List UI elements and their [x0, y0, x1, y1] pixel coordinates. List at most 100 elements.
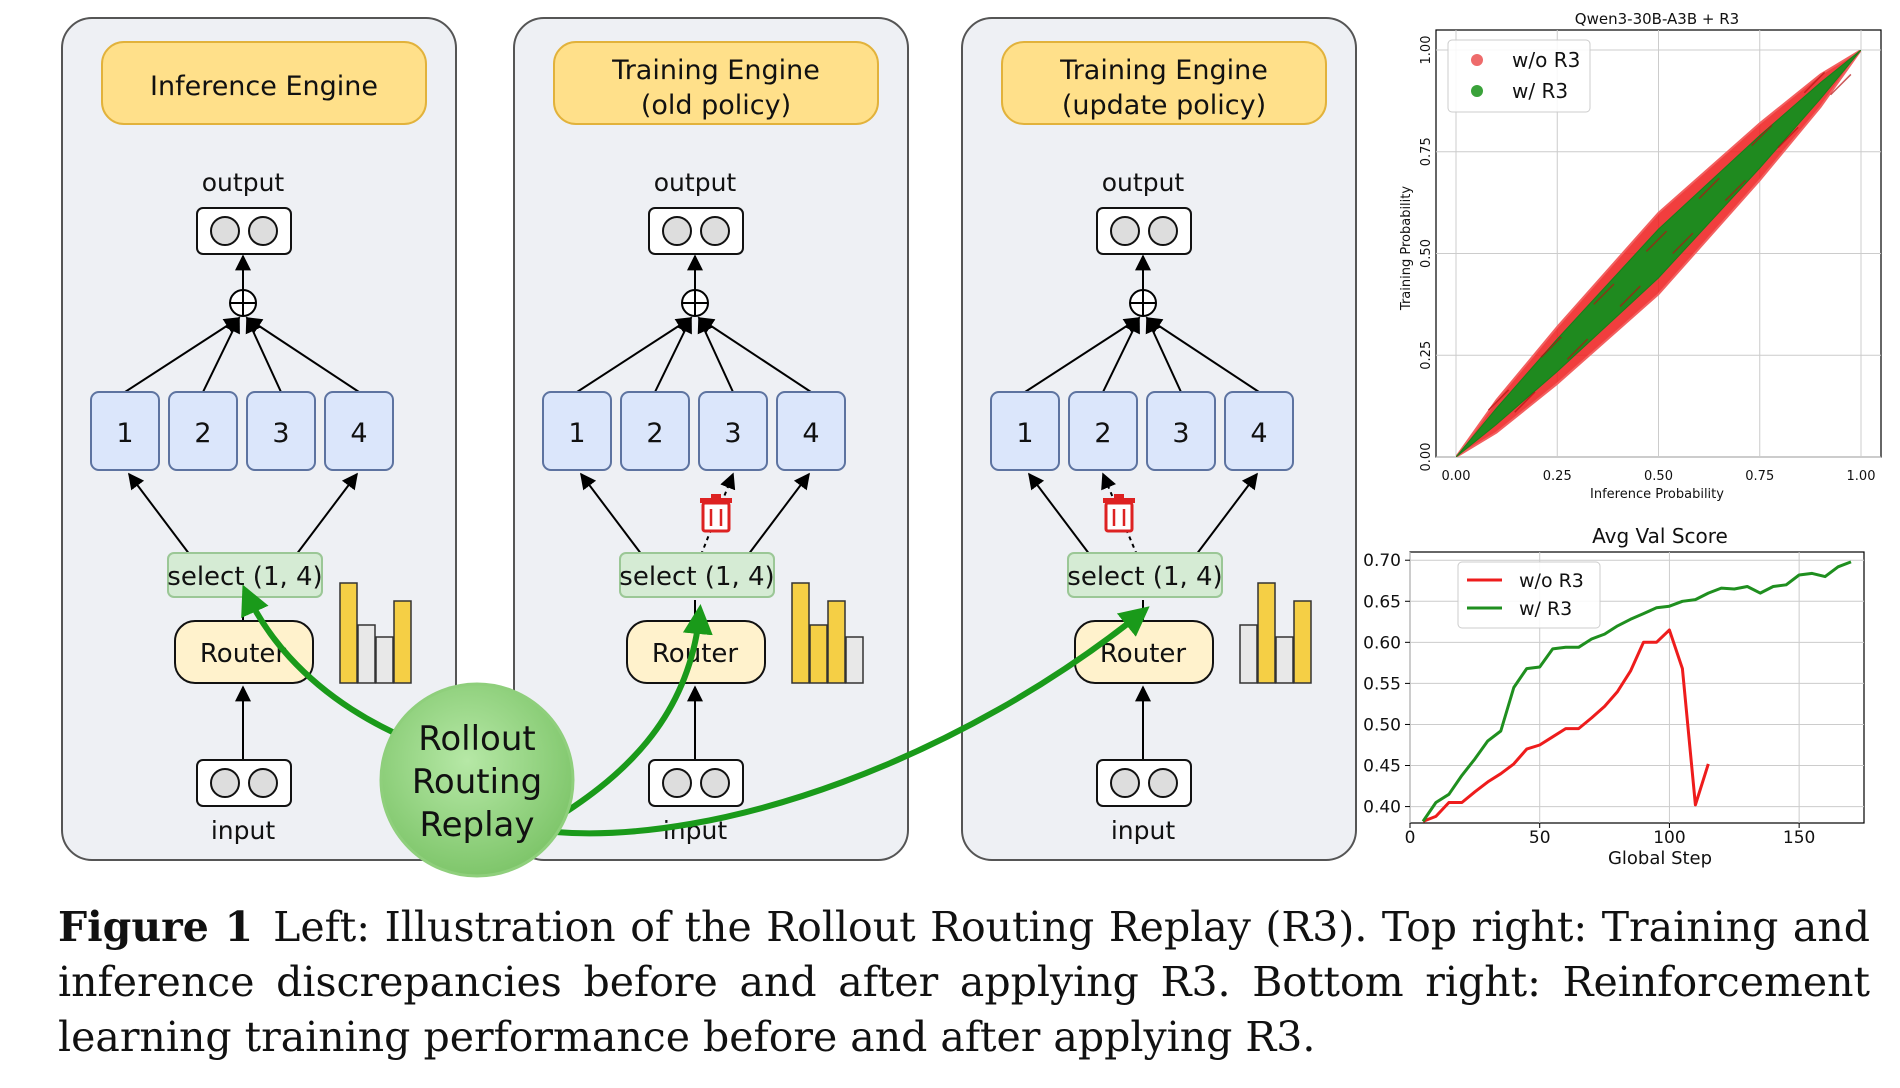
line-ytick: 0.55 — [1363, 674, 1401, 694]
token-circle — [1110, 768, 1140, 798]
token-circle — [248, 768, 278, 798]
token-circle — [210, 768, 240, 798]
bar-chart-icon — [339, 582, 412, 684]
bar-chart-icon — [1239, 582, 1312, 684]
expert-label: 2 — [1094, 418, 1111, 449]
scatter-ytick: 0.75 — [1419, 137, 1434, 166]
scatter-legend: w/o R3 w/ R3 — [1447, 39, 1591, 113]
trash-icon — [700, 494, 732, 533]
output-label: output — [1102, 168, 1185, 197]
scatter-streak — [1540, 336, 1562, 358]
expert-label: 3 — [724, 418, 741, 449]
scatter-streak — [1698, 177, 1720, 200]
scatter-streak — [1566, 338, 1589, 360]
expert-label: 1 — [568, 418, 585, 449]
legend-marker-wo-r3 — [1471, 54, 1483, 66]
replay-arrow-update-policy — [554, 606, 1150, 837]
expert-box-1 — [542, 391, 612, 471]
scatter-xlabel: Inference Probability — [1590, 487, 1724, 502]
token-circle — [662, 216, 692, 246]
token-circle — [1148, 768, 1178, 798]
scatter-ytick: 1.00 — [1419, 36, 1434, 65]
line-ytick: 0.50 — [1363, 715, 1401, 735]
expert-box-4 — [1224, 391, 1294, 471]
scatter-streak — [1751, 124, 1773, 147]
bar-chart-icon — [791, 582, 864, 684]
scatter-series-w-r3 — [1456, 50, 1861, 457]
token-circle — [1110, 216, 1140, 246]
expert-label: 3 — [272, 418, 289, 449]
panel-title-box — [101, 41, 427, 125]
router-label: Router — [1100, 639, 1186, 669]
select-label: select (1, 4) — [167, 562, 322, 592]
select-box — [1067, 552, 1223, 598]
line-xtick: 150 — [1783, 828, 1815, 848]
scatter-streak — [1487, 389, 1510, 411]
token-circle — [210, 216, 240, 246]
line-ytick: 0.45 — [1363, 757, 1401, 777]
line-legend: w/o R3 w/ R3 — [1457, 561, 1601, 629]
scatter-legend-wo-r3: w/o R3 — [1512, 48, 1580, 72]
panel-title-line: Inference Engine — [150, 71, 378, 102]
expert-box-1 — [90, 391, 160, 471]
scatter-xtick: 0.50 — [1644, 469, 1673, 484]
input-label: input — [211, 816, 276, 845]
select-label: select (1, 4) — [1067, 562, 1222, 592]
scatter-xtick: 0.75 — [1745, 469, 1774, 484]
circle-plus-icon — [1129, 289, 1157, 317]
panel-title-line: Training Engine — [611, 55, 820, 86]
line-grid — [1409, 552, 1864, 823]
expert-box-3 — [698, 391, 768, 471]
replay-label-line1: Rollout — [418, 719, 535, 759]
line-series-wo-r3 — [1422, 628, 1710, 823]
panel-title-box — [1001, 41, 1327, 125]
line-ytick: 0.40 — [1363, 798, 1401, 818]
scatter-ylabel: Training Probability — [1399, 186, 1414, 311]
expert-label: 2 — [646, 418, 663, 449]
expert-box-3 — [246, 391, 316, 471]
scatter-streak — [1593, 283, 1615, 305]
replay-node: Rollout Routing Replay — [379, 682, 575, 878]
expert-box-3 — [1146, 391, 1216, 471]
scatter-xtick: 0.25 — [1543, 469, 1572, 484]
scatter-ytick: 0.00 — [1419, 443, 1434, 472]
replay-arrow-old-policy — [543, 604, 713, 828]
figure-1: Inference Engine output 1 2 3 4 select (1, 4) R… — [61, 10, 1882, 878]
expert-box-4 — [324, 391, 394, 471]
line-title: Avg Val Score — [1592, 524, 1728, 548]
input-label: input — [1111, 816, 1176, 845]
expert-box-2 — [620, 391, 690, 471]
expert-label: 3 — [1172, 418, 1189, 449]
router-label: Router — [200, 639, 286, 669]
expert-label: 2 — [194, 418, 211, 449]
select-label: select (1, 4) — [619, 562, 774, 592]
line-xlabel: Global Step — [1608, 848, 1712, 869]
scatter-ytick: 0.25 — [1419, 341, 1434, 370]
line-ytick: 0.60 — [1363, 633, 1401, 653]
expert-label: 4 — [1250, 418, 1267, 449]
token-circle — [662, 768, 692, 798]
line-xtick: 0 — [1405, 828, 1416, 848]
token-circle — [1148, 216, 1178, 246]
caption-label: Figure 1 — [58, 903, 254, 951]
panel-title-box — [553, 41, 879, 125]
scatter-streak — [1645, 230, 1668, 252]
scatter-xtick: 0.00 — [1442, 469, 1471, 484]
scatter-streak — [1830, 73, 1852, 96]
expert-box-4 — [776, 391, 846, 471]
scatter-points — [1456, 50, 1861, 457]
caption-text: Left: Illustration of the Rollout Routin… — [58, 903, 1870, 1061]
output-label: output — [202, 168, 285, 197]
line-series-w-r3 — [1421, 560, 1852, 823]
expert-label: 1 — [1016, 418, 1033, 449]
scatter-streak — [1724, 179, 1747, 202]
line-series — [1421, 560, 1852, 823]
line-legend-w-r3: w/ R3 — [1519, 598, 1572, 620]
replay-label-line3: Replay — [420, 805, 535, 845]
